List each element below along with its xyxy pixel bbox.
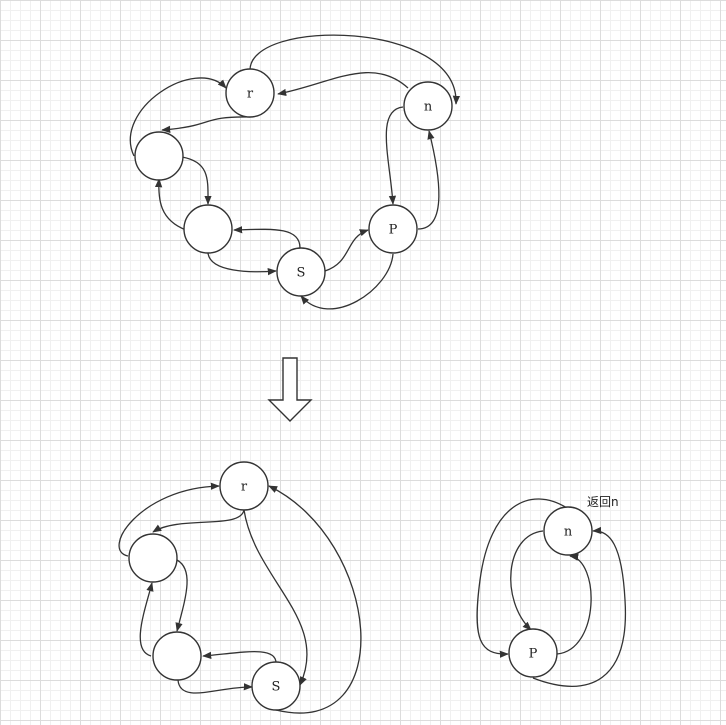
edge-r-to-s-bl [243,509,308,686]
bl-node-r-label: r [241,480,248,495]
top-node-n: n [403,81,453,131]
edge-r-to-a [161,116,251,134]
edge-p-to-n [417,130,440,230]
bottom-left-graph: r S [118,461,362,714]
edge-s-to-b-bl [202,650,277,664]
bl-node-s: S [251,661,301,711]
edge-s-to-b [233,226,301,249]
top-node-n-label: n [424,100,433,115]
edge-a-to-b [181,156,212,205]
top-node-b [183,204,233,254]
bl-node-a [128,533,178,583]
bl-node-b [152,631,202,681]
br-node-n: n [543,506,593,556]
edge-s-to-r-bl [268,485,362,714]
top-node-r: r [225,68,275,118]
edge-p-to-n-inner [556,553,592,655]
edge-a-to-b-bl [175,559,188,632]
edge-n-to-r [277,72,409,97]
edge-n-to-p-outer [476,498,568,658]
edge-p-to-s [300,253,394,310]
edge-b-to-a [154,178,187,231]
br-node-p: P [508,628,558,678]
return-n-note: 返回n [587,495,619,509]
bl-node-r: r [219,461,269,511]
edge-a-to-r [129,77,227,157]
top-node-p: P [368,204,418,254]
edge-p-to-n-outer [532,526,627,687]
edge-n-to-p-inner [510,530,544,631]
top-graph: r n P S [129,34,461,310]
top-node-s-label: S [297,266,306,281]
edge-b-to-a-bl [139,582,154,657]
top-node-p-label: P [389,223,398,238]
edge-n-to-p [385,106,404,205]
top-node-s: S [276,247,326,297]
br-node-p-label: P [529,647,538,662]
br-node-n-label: n [564,525,573,540]
top-node-r-label: r [247,87,254,102]
top-node-a [134,131,184,181]
edge-r-to-a-bl [152,509,245,533]
edge-s-to-p [324,229,369,272]
edge-a-to-r-bl [118,482,220,557]
transform-down-arrow-icon [267,357,313,422]
edge-b-to-s [207,252,277,276]
edge-b-to-s-bl [177,679,253,694]
edge-r-to-n [249,34,461,105]
bottom-right-graph: n P 返回n [476,495,627,687]
bl-node-s-label: S [272,680,281,695]
